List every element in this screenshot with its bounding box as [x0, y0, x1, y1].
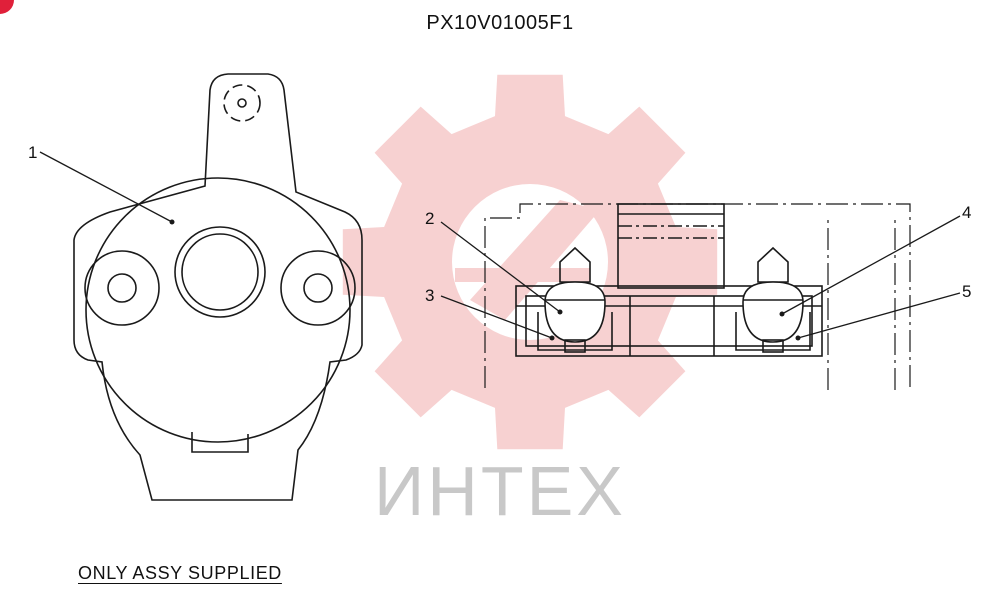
supply-note: ONLY ASSY SUPPLIED — [78, 563, 282, 583]
valve-body-front-view — [73, 73, 363, 501]
leader-lines — [39, 151, 961, 339]
callouts: 1 2 3 4 5 — [28, 143, 971, 305]
gear-logo-icon — [342, 74, 718, 450]
callout-4: 4 — [962, 203, 971, 222]
callout-5: 5 — [962, 282, 971, 301]
valve-section-view — [484, 203, 911, 390]
callout-1: 1 — [28, 143, 37, 162]
part-code: PX10V01005F1 — [426, 12, 574, 34]
watermark-text: ИНТЕХ — [374, 452, 626, 530]
callout-3: 3 — [425, 286, 434, 305]
leader-dots — [169, 219, 801, 341]
callout-2: 2 — [425, 209, 434, 228]
